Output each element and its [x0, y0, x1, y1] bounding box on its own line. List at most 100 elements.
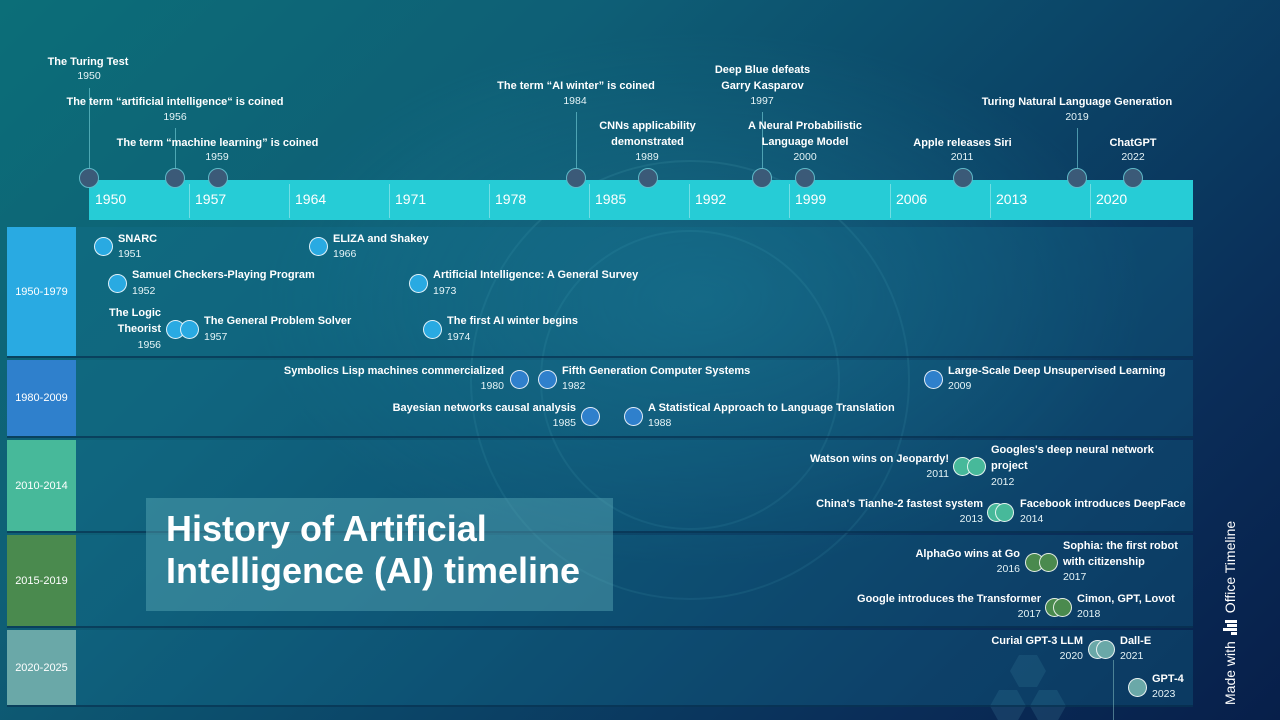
event-year: 1988	[648, 417, 672, 429]
axis-label: 1950	[95, 191, 127, 207]
milestone-title: The Turing Test	[47, 56, 129, 68]
milestone-connector	[89, 88, 90, 170]
event-marker[interactable]	[995, 503, 1014, 522]
event-title-line2: Theorist	[117, 323, 161, 335]
milestone-marker[interactable]	[566, 168, 586, 188]
milestone-title: The term “machine learning” is coined	[116, 137, 319, 149]
event-marker[interactable]	[180, 320, 199, 339]
event-title: Sophia: the first robot	[1063, 540, 1178, 552]
milestone-connector	[762, 112, 763, 170]
milestone-year: 2011	[950, 151, 974, 163]
milestone-year: 1997	[750, 95, 774, 107]
event-connector	[1113, 660, 1114, 720]
event-marker[interactable]	[967, 457, 986, 476]
event-marker[interactable]	[538, 370, 557, 389]
milestone-connector	[175, 128, 176, 170]
event-title: Samuel Checkers-Playing Program	[132, 269, 315, 281]
event-title: The first AI winter begins	[447, 315, 578, 327]
milestone-year: 1956	[163, 111, 187, 123]
milestone-marker[interactable]	[752, 168, 772, 188]
event-title: The General Problem Solver	[204, 315, 352, 327]
event-year: 2018	[1077, 608, 1101, 620]
milestone-marker[interactable]	[165, 168, 185, 188]
milestone-marker[interactable]	[79, 168, 99, 188]
event-marker[interactable]	[309, 237, 328, 256]
swimlane-label: 1980-2009	[7, 360, 76, 436]
milestone-year: 2000	[793, 151, 817, 163]
swimlane-1980-2009: 1980-2009	[7, 360, 1193, 438]
milestone-year: 2019	[1065, 111, 1089, 123]
axis-tick	[1090, 184, 1091, 218]
event-marker[interactable]	[581, 407, 600, 426]
event-title: Dall-E	[1120, 635, 1152, 647]
event-title: The Logic	[109, 307, 161, 319]
event-marker[interactable]	[423, 320, 442, 339]
milestone-title-line2: demonstrated	[611, 136, 684, 148]
event-year: 2020	[1059, 650, 1083, 662]
milestone-year: 1989	[635, 151, 659, 163]
milestone-title-line2: Language Model	[761, 136, 849, 148]
milestone-title: Apple releases Siri	[913, 137, 1012, 149]
milestone-marker[interactable]	[953, 168, 973, 188]
milestone-marker[interactable]	[1123, 168, 1143, 188]
event-year: 1966	[333, 248, 357, 260]
milestone-connector	[576, 112, 577, 170]
swimlane-label: 2020-2025	[7, 630, 76, 705]
milestone-title: The term “artificial intelligence“ is co…	[66, 96, 284, 108]
event-title: Fifth Generation Computer Systems	[562, 365, 751, 377]
event-marker[interactable]	[409, 274, 428, 293]
axis-tick	[189, 184, 190, 218]
axis-label: 1985	[595, 191, 627, 207]
axis-tick	[689, 184, 690, 218]
event-marker[interactable]	[108, 274, 127, 293]
event-marker[interactable]	[924, 370, 943, 389]
swimlane-label: 2015-2019	[7, 535, 76, 626]
timeline-axis: 1950 1957 1964 1971 1978 1985 1992 1999 …	[89, 180, 1193, 220]
axis-label: 2013	[996, 191, 1028, 207]
milestone-year: 1984	[563, 95, 587, 107]
milestone-marker[interactable]	[795, 168, 815, 188]
milestone-title-line2: Garry Kasparov	[721, 80, 804, 92]
event-marker[interactable]	[1096, 640, 1115, 659]
axis-label: 1957	[195, 191, 227, 207]
event-year: 1974	[447, 331, 471, 343]
milestone-title: ChatGPT	[1109, 137, 1157, 149]
product-name: Office Timeline	[1222, 520, 1238, 614]
axis-label: 1999	[795, 191, 827, 207]
event-marker[interactable]	[1039, 553, 1058, 572]
axis-tick	[890, 184, 891, 218]
event-title: Cimon, GPT, Lovot	[1077, 593, 1175, 605]
milestone-marker[interactable]	[638, 168, 658, 188]
milestone-year: 2022	[1121, 151, 1145, 163]
event-year: 2021	[1120, 650, 1144, 662]
event-title: A Statistical Approach to Language Trans…	[648, 402, 895, 414]
event-marker[interactable]	[624, 407, 643, 426]
title-line-1: History of Artificial	[166, 508, 487, 549]
milestone-marker[interactable]	[208, 168, 228, 188]
event-year: 2017	[1017, 608, 1041, 620]
event-marker[interactable]	[1128, 678, 1147, 697]
event-title: GPT-4	[1152, 673, 1184, 685]
axis-tick	[289, 184, 290, 218]
event-year: 1957	[204, 331, 228, 343]
event-year: 2023	[1152, 688, 1176, 700]
axis-label: 2020	[1096, 191, 1128, 207]
event-marker[interactable]	[510, 370, 529, 389]
event-year: 2016	[996, 563, 1020, 575]
event-year: 1982	[562, 380, 586, 392]
event-marker[interactable]	[1053, 598, 1072, 617]
swimlane-2020-2025: 2020-2025	[7, 630, 1193, 707]
milestone-year: 1959	[205, 151, 229, 163]
milestone-title: The term “AI winter” is coined	[497, 80, 655, 92]
office-timeline-logo-icon	[1223, 619, 1237, 636]
event-year: 2017	[1063, 571, 1087, 583]
event-marker[interactable]	[94, 237, 113, 256]
made-with-label: Made with	[1222, 641, 1238, 705]
event-year: 1973	[433, 285, 457, 297]
axis-label: 1971	[395, 191, 427, 207]
swimlane-label: 2010-2014	[7, 440, 76, 531]
event-title: Bayesian networks causal analysis	[392, 402, 576, 414]
event-year: 2009	[948, 380, 972, 392]
milestone-marker[interactable]	[1067, 168, 1087, 188]
event-title: Symbolics Lisp machines commercialized	[283, 365, 504, 377]
